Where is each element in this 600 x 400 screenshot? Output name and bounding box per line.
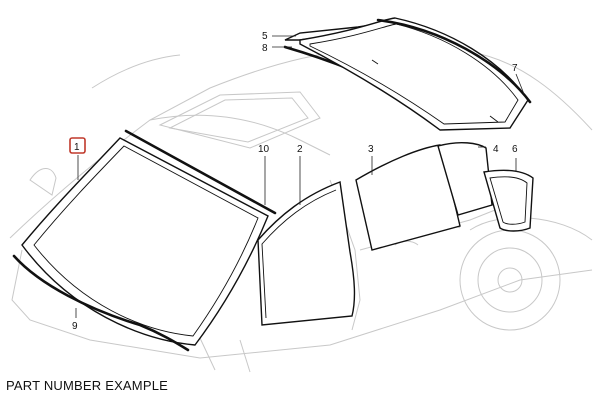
callout-1: 1	[74, 142, 80, 153]
front-door-glass-edge	[261, 189, 337, 319]
windshield-inner	[33, 145, 259, 337]
callout-10: 10	[258, 144, 270, 155]
leader-lines	[75, 35, 525, 318]
callout-8: 8	[262, 43, 268, 54]
callout-1-highlight	[69, 137, 86, 154]
rear-window-clip	[371, 59, 499, 123]
callout-5: 5	[262, 31, 268, 42]
cowl-seal-9	[12, 254, 190, 352]
caption: PART NUMBER EXAMPLE	[6, 378, 169, 393]
callout-9: 9	[72, 321, 78, 332]
callout-2: 2	[297, 144, 303, 155]
callout-3: 3	[368, 144, 374, 155]
callout-6: 6	[512, 144, 518, 155]
callout-labels: 1 2 3 4 5 6 7 8 9 10	[69, 31, 518, 332]
callout-4: 4	[493, 144, 499, 155]
quarter-seal-inner	[489, 176, 528, 225]
front-door-glass-2	[257, 181, 356, 326]
rear-window-seal	[376, 18, 532, 104]
rear-window-7	[299, 17, 529, 131]
callout-7: 7	[512, 63, 518, 74]
windshield-1	[21, 137, 269, 346]
rear-window-inner	[309, 23, 519, 125]
roof-seal-10	[124, 129, 277, 215]
quarter-seal-6	[483, 169, 534, 232]
